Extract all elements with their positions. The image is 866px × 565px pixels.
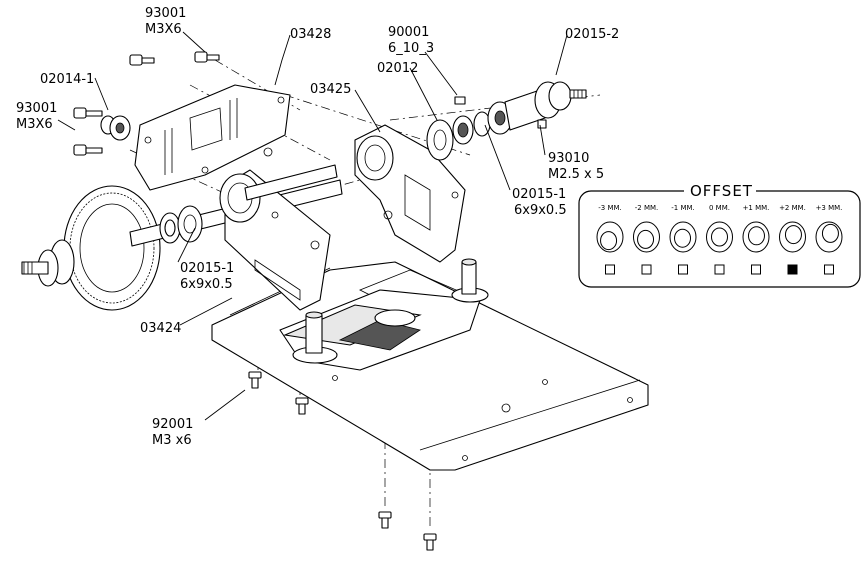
offset-position-label: -3 MM. [598,204,622,212]
label-92001-spec: M3 x6 [152,433,192,448]
label-93001-top: 93001 [145,6,186,21]
label-03425: 03425 [310,82,351,97]
offset-position: -3 MM. [596,204,624,275]
screws-93001 [73,51,220,156]
label-02015-1-left-spec: 6x9x0.5 [180,277,233,292]
callout-labels: 93001 M3X6 03428 02014-1 93001 M3X6 0342… [16,6,619,448]
chassis-plate [211,258,649,471]
offset-insert-hole [747,226,765,246]
label-93010: 93010 [548,151,589,166]
label-93001-top-spec: M3X6 [145,22,182,37]
offset-position-label: +1 MM. [743,204,770,212]
label-02015-2: 02015-2 [565,27,619,42]
offset-insert-hole [784,225,802,245]
offset-position-label: 0 MM. [709,204,730,212]
label-93001-left-spec: M3X6 [16,117,53,132]
offset-position-label: -1 MM. [671,204,695,212]
offset-title: OFFSET [690,182,753,200]
offset-insert-hole [821,223,839,243]
motor-mount-03424 [219,169,331,311]
offset-checkbox [714,264,725,275]
offset-insert-hole [711,227,728,247]
leader-lines [57,31,568,421]
label-02015-1-right-spec: 6x9x0.5 [514,203,567,218]
offset-checkbox [678,264,688,275]
collar-02014-1 [100,115,131,141]
layshaft [244,164,338,201]
offset-position: +3 MM. [815,204,843,275]
label-90001: 90001 [388,25,429,40]
offset-position: +2 MM. [779,204,806,275]
label-02012: 02012 [377,61,418,76]
label-93010-spec: M2.5 x 5 [548,167,604,182]
label-02015-1-left: 02015-1 [180,261,234,276]
offset-insert-hole [674,228,692,248]
label-92001: 92001 [152,417,193,432]
offset-insert-hole [637,229,655,249]
right-side-parts [426,81,587,161]
bearing-left [159,205,203,244]
offset-position-label: -2 MM. [635,204,659,212]
offset-legend: OFFSET -3 MM. -2 MM. -1 MM. 0 MM. +1 MM. +2 M… [578,182,861,288]
label-03428: 03428 [290,27,331,42]
offset-position: +1 MM. [742,204,770,275]
offset-checkbox [824,264,834,275]
offset-position-label: +3 MM. [816,204,843,212]
label-03424: 03424 [140,321,181,336]
offset-checkbox [605,264,615,275]
offset-checkbox [787,264,798,275]
label-02015-1-right: 02015-1 [512,187,566,202]
label-93001-left: 93001 [16,101,57,116]
offset-checkbox [641,264,652,275]
label-02014-1: 02014-1 [40,72,94,87]
offset-position: -2 MM. [633,204,660,275]
offset-insert-hole [600,231,618,251]
offset-checkbox [751,264,761,275]
screws-92001 [248,371,437,551]
offset-position: -1 MM. [669,204,697,275]
motor-plate-03428 [134,84,291,191]
label-90001-spec: 6_10_3 [388,41,434,56]
offset-position-label: +2 MM. [779,204,806,212]
offset-position: 0 MM. [706,204,733,275]
